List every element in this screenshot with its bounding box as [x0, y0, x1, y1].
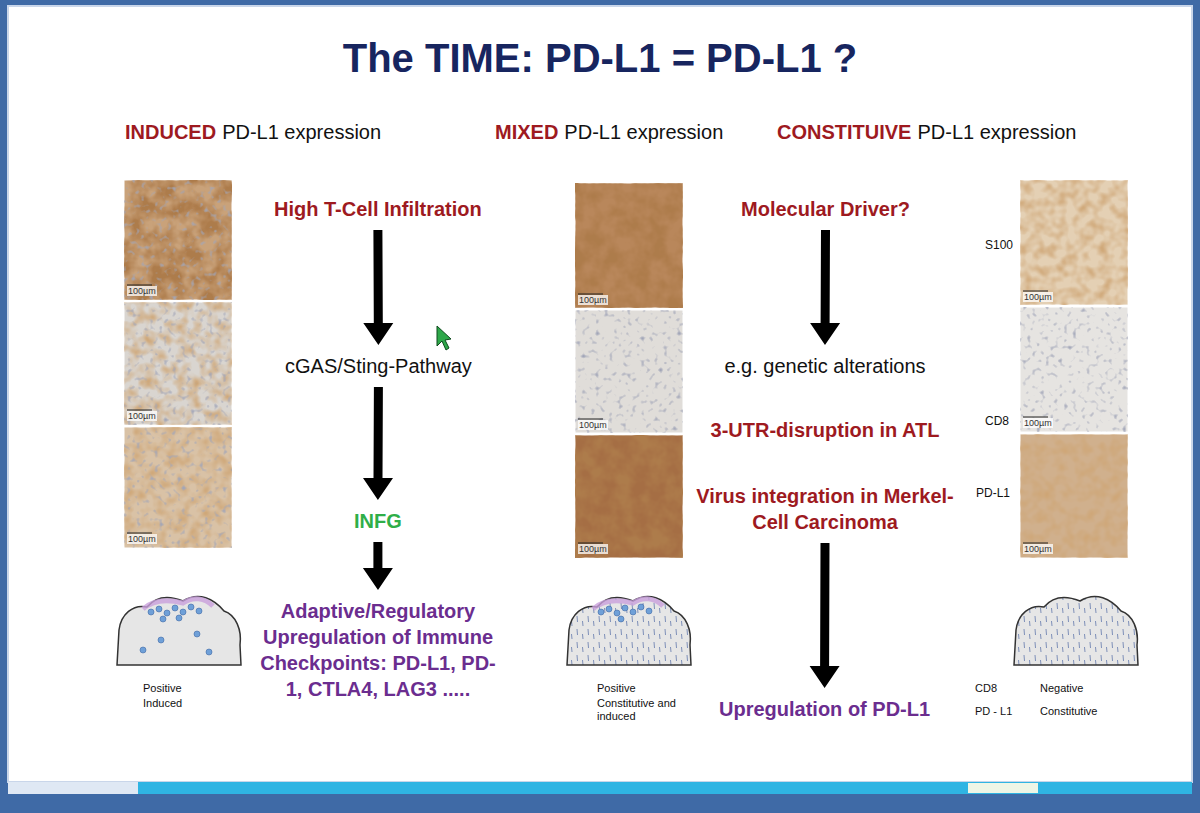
schematic-label: Induced: [143, 697, 182, 709]
step-text: High T-Cell Infiltration: [274, 196, 482, 222]
scale-bar-label-row: 100µm: [578, 295, 608, 305]
flow-arrow: [363, 387, 393, 500]
flow-arrow: [363, 230, 393, 345]
scale-bar-label-row: 100µm: [578, 544, 608, 554]
step-text: 3-UTR-disruption in ATL: [690, 417, 960, 443]
schematic-label: Constitutive: [1040, 705, 1097, 717]
schematic-label-row: CD8: [975, 682, 997, 694]
schematic-label-row: Induced: [143, 697, 182, 709]
scale-bar-label-row: 100µm: [578, 420, 608, 430]
scale-bar-label: 100µm: [579, 295, 607, 305]
scale-bar-label: 100µm: [128, 411, 156, 421]
step-text: cGAS/Sting-Pathway: [285, 353, 472, 379]
scale-bar-label-row: 100µm: [127, 286, 157, 296]
column-heading-row: INDUCED PD-L1 expression: [125, 121, 381, 144]
schematic-label-row: Negative: [1040, 682, 1083, 694]
scale-bar-label: 100µm: [579, 420, 607, 430]
step-text: Upregulation of PD-L1: [719, 696, 930, 722]
scale-bar-label-row: 100µm: [1023, 418, 1053, 428]
scale-bar-label: 100µm: [1024, 544, 1052, 554]
column-heading: PD-L1 expression: [917, 121, 1076, 144]
step-text: INFG: [354, 508, 402, 534]
flow-step: High T-Cell Infiltration: [274, 196, 482, 222]
flow-arrow: [810, 230, 840, 345]
flow-arrow: [810, 543, 840, 688]
stain-label: CD8: [985, 414, 1009, 428]
slide-title: The TIME: PD-L1 = PD-L1 ?: [0, 36, 1200, 81]
scale-bar-label: 100µm: [128, 286, 156, 296]
stain-label-row: PD-L1: [976, 486, 1010, 500]
column-heading: PD-L1 expression: [222, 121, 381, 144]
column-heading-row: CONSTITUIVE PD-L1 expression: [777, 121, 1076, 144]
schematic-label: CD8: [975, 682, 997, 694]
scale-bar-label: 100µm: [1024, 292, 1052, 302]
scale-bar-label-row: 100µm: [1023, 292, 1053, 302]
scale-bar-label: 100µm: [128, 534, 156, 544]
scale-bar-label-row: 100µm: [127, 411, 157, 421]
column-heading-row: MIXED PD-L1 expression: [495, 121, 723, 144]
flow-step: Adaptive/Regulatory Upregulation of Immu…: [253, 598, 503, 702]
schematic-label-row: Positive: [143, 682, 182, 694]
schematic-label: Negative: [1040, 682, 1083, 694]
column-heading: PD-L1 expression: [564, 121, 723, 144]
step-text: e.g. genetic alterations: [690, 353, 960, 379]
schematic-label: Constitutive and induced: [597, 697, 676, 722]
step-text: Molecular Driver?: [741, 196, 910, 222]
flow-step: Upregulation of PD-L1: [719, 696, 930, 722]
schematic-label: Positive: [597, 682, 636, 694]
scale-bar-label-row: 100µm: [127, 534, 157, 544]
column-heading: MIXED: [495, 121, 558, 144]
flow-arrow: [363, 542, 393, 590]
column-heading: CONSTITUIVE: [777, 121, 911, 144]
column-heading: INDUCED: [125, 121, 216, 144]
schematic-label-row: Positive: [597, 682, 636, 694]
flow-step: e.g. genetic alterations 3-UTR-disruption…: [690, 353, 960, 535]
stain-label-row: CD8: [985, 414, 1009, 428]
scale-bar-label-row: 100µm: [1023, 544, 1053, 554]
step-text: Adaptive/Regulatory Upregulation of Immu…: [253, 598, 503, 702]
step-text: Virus integration in Merkel-Cell Carcino…: [690, 483, 960, 535]
schematic-label-row: Constitutive: [1040, 705, 1097, 717]
scale-bar-label: 100µm: [579, 544, 607, 554]
schematic-label-row: Constitutive and induced: [597, 697, 689, 722]
schematic-label: PD - L1: [975, 705, 1012, 717]
schematic-label-row: PD - L1: [975, 705, 1012, 717]
flow-step: cGAS/Sting-Pathway: [285, 353, 472, 379]
flow-step: INFG: [354, 508, 402, 534]
flow-step: Molecular Driver?: [741, 196, 910, 222]
stain-label: S100: [985, 238, 1013, 252]
stain-label: PD-L1: [976, 486, 1010, 500]
scale-bar-label: 100µm: [1024, 418, 1052, 428]
schematic-label: Positive: [143, 682, 182, 694]
stain-label-row: S100: [985, 238, 1013, 252]
